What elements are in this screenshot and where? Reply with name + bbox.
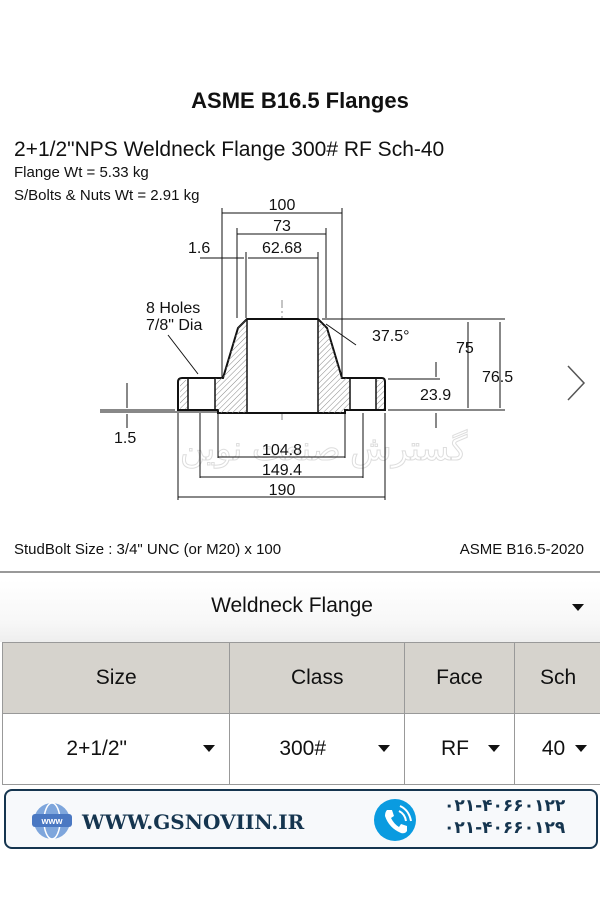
class-select[interactable]: 300#: [229, 713, 405, 785]
page-title: ASME B16.5 Flanges: [191, 88, 409, 113]
holes-label: 8 Holes: [146, 300, 200, 317]
dim-62-68: 62.68: [262, 240, 302, 257]
flange-drawing: گسترش صنعت نوین 100 73 1.6 62.68 8 Holes…: [100, 197, 586, 500]
flange-subtitle: 2+1/2"NPS Weldneck Flange 300# RF Sch-40: [14, 138, 445, 161]
chevron-down-icon: [377, 745, 390, 752]
phone-number-2[interactable]: ۰۲۱-۴۰۶۶۰۱۲۹: [444, 818, 566, 838]
header-size: Size: [1, 642, 231, 714]
phone-icon: [374, 799, 416, 841]
dim-100: 100: [269, 197, 296, 214]
next-arrow-icon[interactable]: [567, 365, 586, 401]
chevron-down-icon[interactable]: [572, 604, 584, 611]
dim-75: 75: [456, 340, 474, 357]
flange-type-value[interactable]: Weldneck Flange: [211, 594, 373, 617]
bolt-weight: S/Bolts & Nuts Wt = 2.91 kg: [14, 187, 200, 204]
face-select[interactable]: RF: [403, 713, 516, 785]
sch-value: 40: [541, 737, 566, 760]
flange-weight: Flange Wt = 5.33 kg: [14, 164, 149, 181]
chevron-down-icon: [203, 745, 216, 752]
dim-73: 73: [273, 218, 291, 235]
phone-number-1[interactable]: ۰۲۱-۴۰۶۶۰۱۲۲: [444, 796, 566, 816]
dim-1-6: 1.6: [188, 240, 210, 257]
dim-149-4: 149.4: [262, 462, 302, 479]
flange-type-select[interactable]: [0, 580, 600, 642]
globe-icon: www: [32, 802, 72, 840]
dim-190: 190: [269, 482, 296, 499]
size-select[interactable]: 2+1/2": [1, 713, 231, 785]
dim-1-5: 1.5: [114, 430, 136, 447]
dim-angle: 37.5°: [372, 328, 410, 345]
face-value: RF: [441, 737, 470, 760]
studbolt-size: StudBolt Size : 3/4" UNC (or M20) x 100: [14, 541, 282, 558]
chevron-down-icon: [488, 745, 501, 752]
holes-dia-label: 7/8" Dia: [146, 317, 202, 334]
contact-banner: [4, 789, 598, 849]
divider: [0, 571, 600, 573]
size-value: 2+1/2": [66, 737, 128, 760]
website-link[interactable]: WWW.GSNOVIIN.IR: [82, 810, 305, 834]
chevron-down-icon: [575, 745, 587, 752]
sch-select[interactable]: 40: [514, 713, 600, 785]
header-sch: Sch: [514, 642, 600, 714]
header-face: Face: [403, 642, 516, 714]
dim-23-9: 23.9: [420, 387, 451, 404]
standard-label: ASME B16.5-2020: [459, 541, 584, 558]
svg-text:www: www: [40, 816, 63, 826]
selection-table: Size Class Face Sch 2+1/2" 300# RF 40: [1, 642, 600, 785]
header-class: Class: [229, 642, 405, 714]
dim-76-5: 76.5: [482, 369, 513, 386]
watermark: گسترش صنعت نوین: [180, 429, 468, 469]
dim-104-8: 104.8: [262, 442, 302, 459]
class-value: 300#: [279, 737, 327, 760]
